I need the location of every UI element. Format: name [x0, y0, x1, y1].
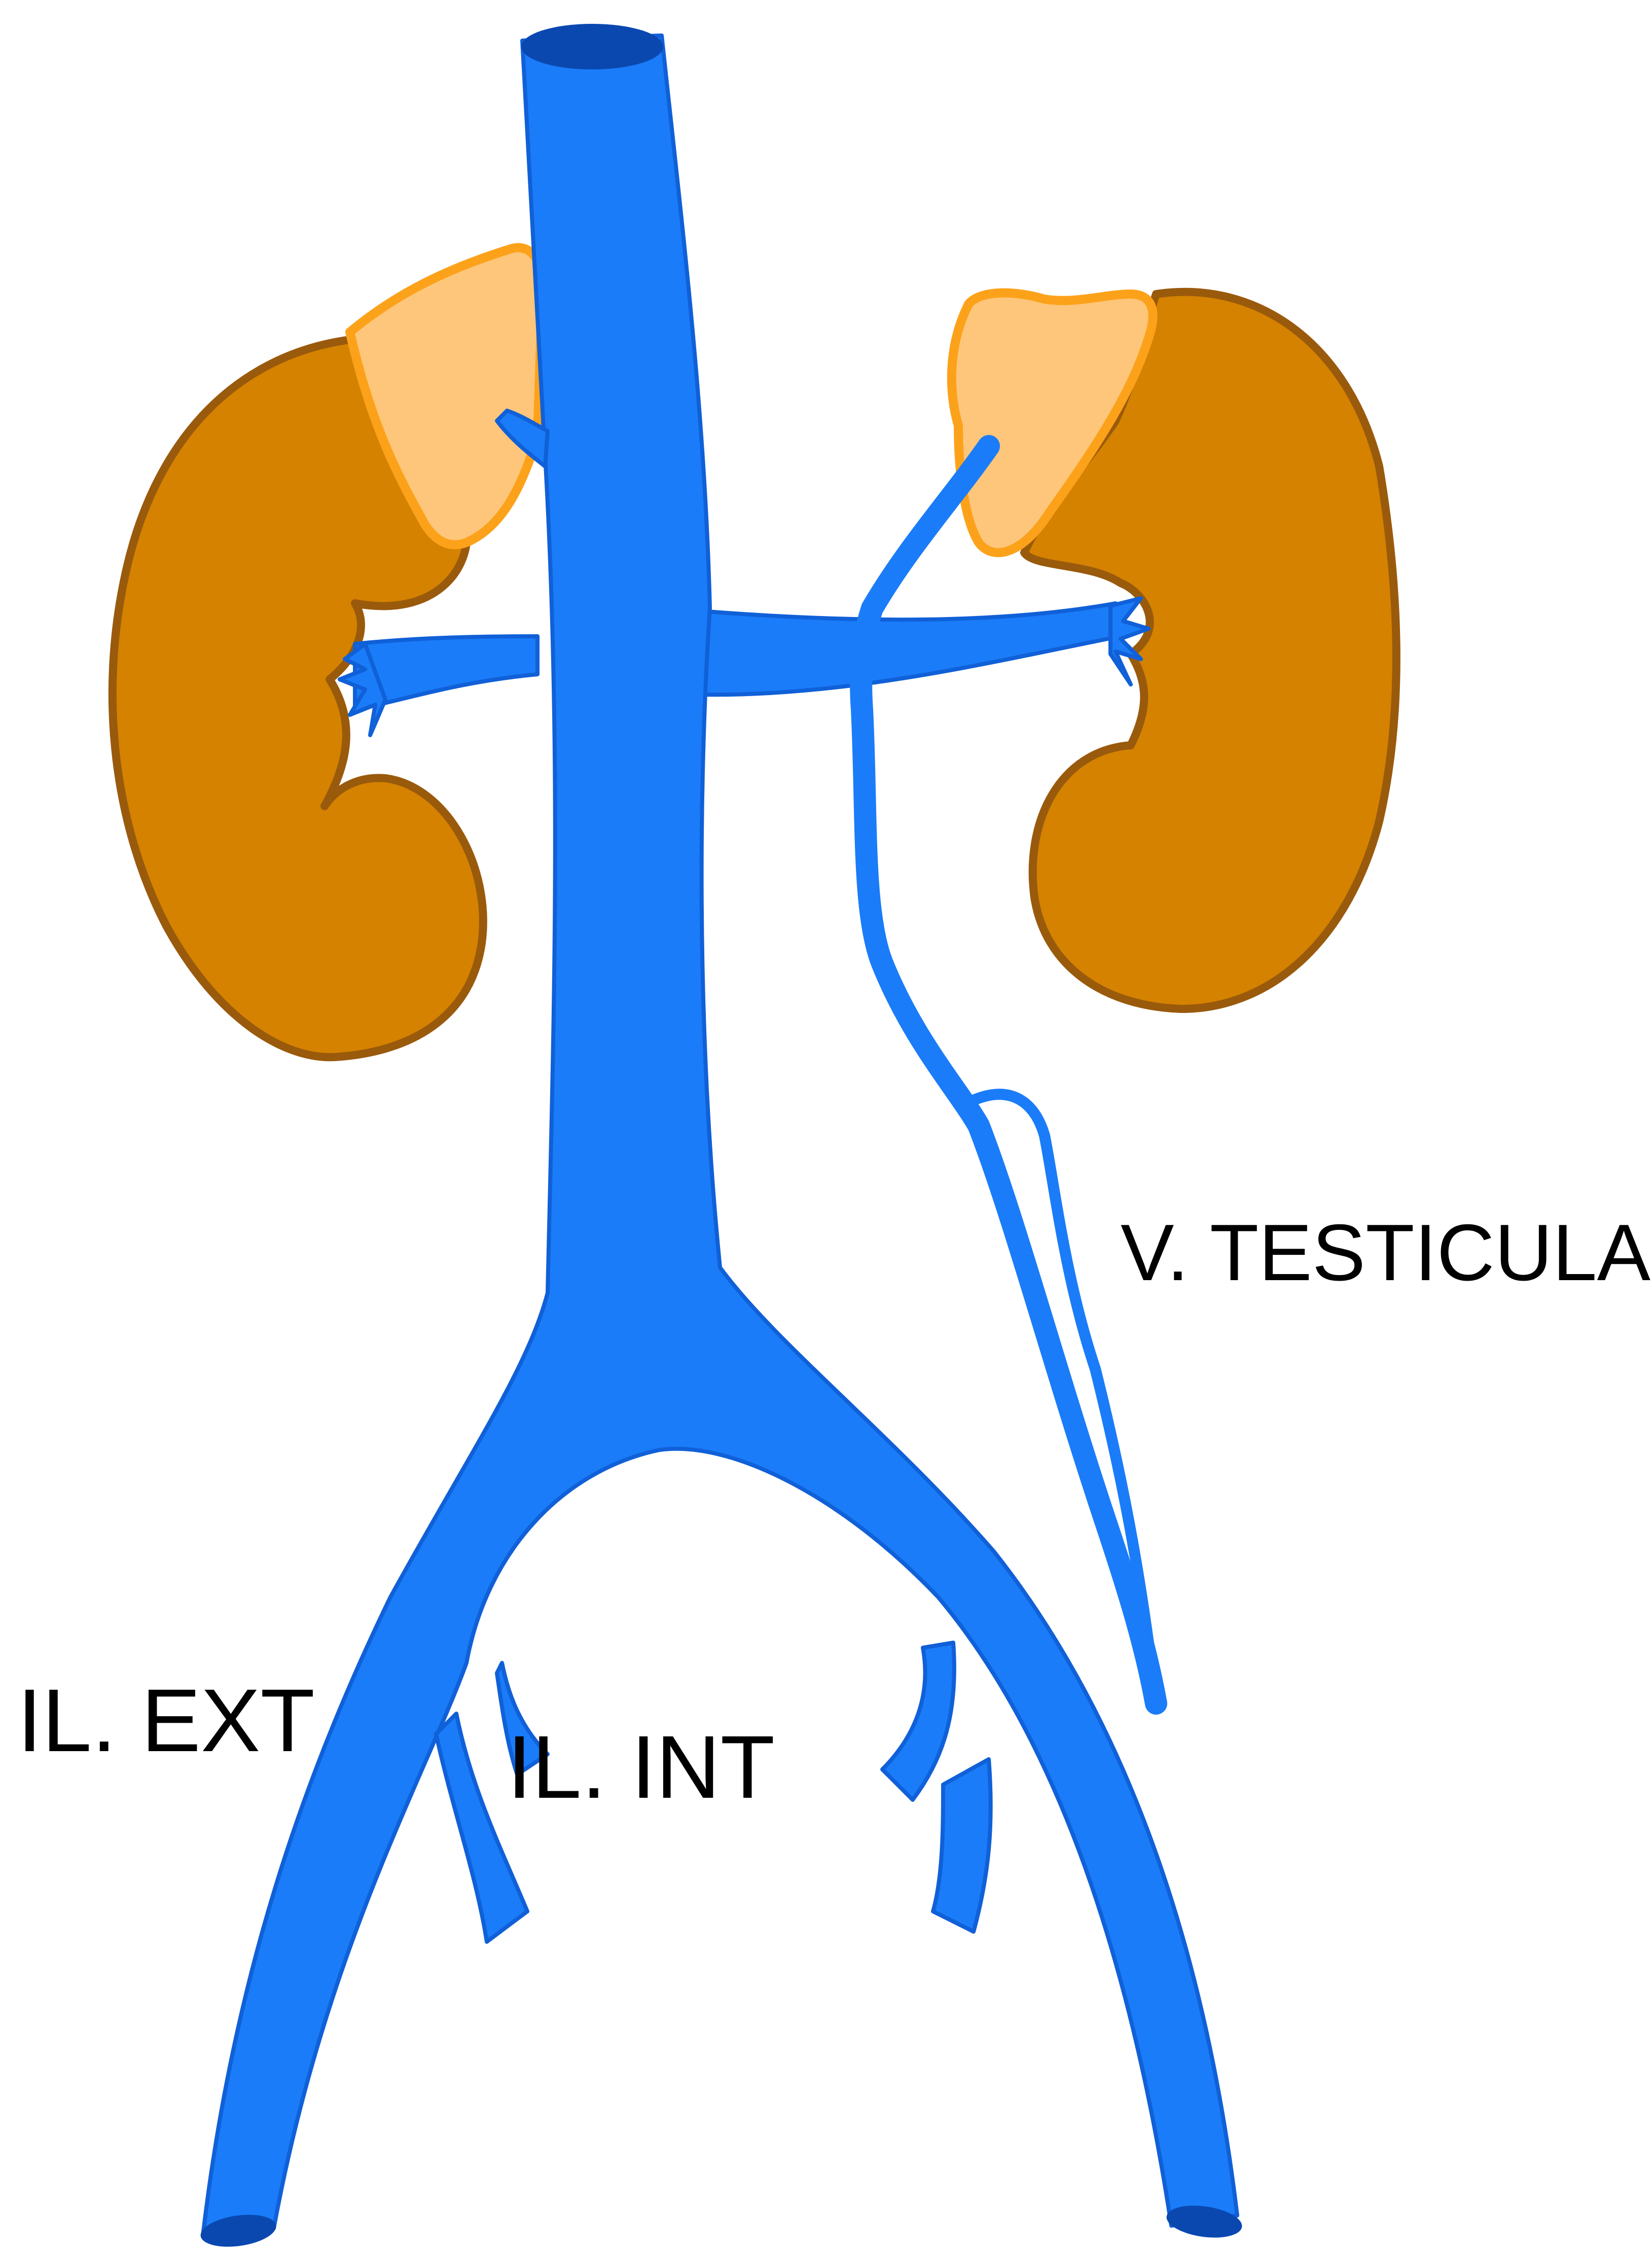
external-iliac-label: IL. EXT — [17, 1676, 315, 1765]
left-renal-vein — [700, 603, 1121, 695]
internal-iliac-label: IL. INT — [507, 1723, 775, 1812]
left-internal-iliac-vein — [882, 1643, 954, 1800]
left-internal-iliac-branch — [933, 1759, 991, 1932]
ivc-lumen — [521, 24, 663, 69]
testicular-vein-label: V. TESTICULAR — [1121, 1213, 1652, 1293]
